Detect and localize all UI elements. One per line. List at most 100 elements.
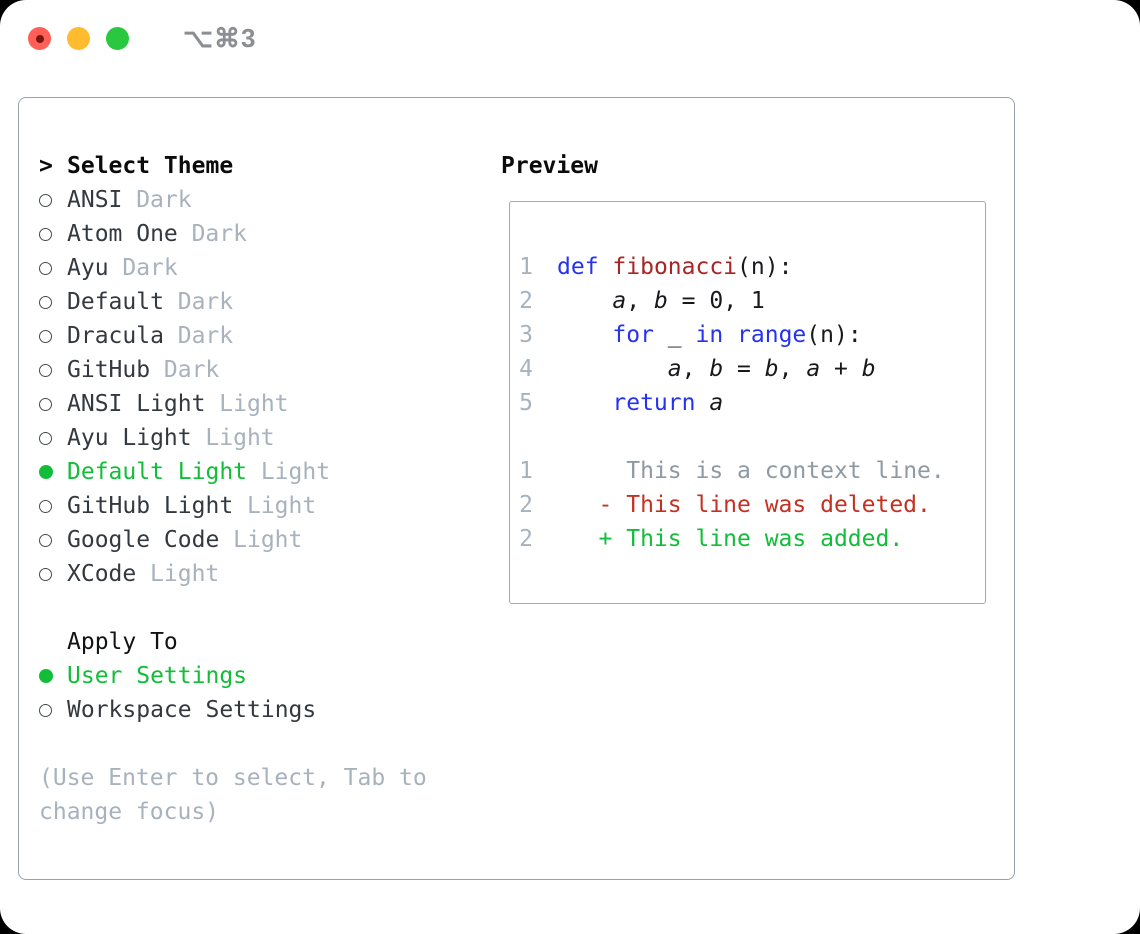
radio-unselected-icon (39, 397, 52, 411)
minimize-button[interactable] (67, 27, 90, 50)
radio-mark (39, 533, 67, 547)
theme-list-item[interactable]: Atom One Dark (39, 217, 501, 251)
code-token-var: a (806, 356, 821, 382)
radio-selected-icon (39, 669, 53, 683)
radio-mark (39, 669, 67, 683)
spacer (39, 591, 501, 625)
code-token-var: a (709, 390, 724, 416)
radio-unselected-icon (39, 533, 52, 547)
code-token-pl (557, 390, 612, 416)
radio-unselected-icon (39, 193, 52, 207)
code-token-pl (723, 322, 737, 348)
line-content: for _ in range(n): (557, 318, 862, 352)
theme-name: GitHub (67, 357, 151, 383)
help-text-line-1: (Use Enter to select, Tab to (39, 765, 427, 791)
radio-unselected-icon (39, 329, 52, 343)
theme-name: ANSI (67, 187, 123, 213)
help-text-line-2: change focus) (39, 799, 220, 825)
apply-to-option[interactable]: User Settings (39, 659, 501, 693)
theme-list-column: > Select Theme ANSI Dark Atom One Dark A… (19, 98, 501, 879)
radio-mark (39, 295, 67, 309)
preview-line: 4 a, b = b, a + b (519, 352, 985, 386)
code-token-fn: fibonacci (612, 254, 738, 280)
apply-to-header: Apply To (39, 625, 501, 659)
preview-line: 5 return a (519, 386, 985, 420)
code-token-add: + This line was added. (598, 526, 904, 552)
theme-variant: Dark (163, 357, 220, 383)
line-content: This is a context line. (557, 454, 945, 488)
apply-to-title: Apply To (67, 629, 178, 655)
preview-line: 2 a, b = 0, 1 (519, 284, 985, 318)
line-number: 2 (519, 288, 533, 314)
code-token-var: b (709, 356, 724, 382)
code-token-pl: (n): (737, 254, 793, 280)
preview-column: Preview 1 def fibonacci(n): 2 a, b = 0, … (501, 98, 1014, 879)
line-content: a, b = 0, 1 (557, 284, 764, 318)
apply-to-list: User Settings Workspace Settings (39, 659, 501, 727)
apply-to-option[interactable]: Workspace Settings (39, 693, 501, 727)
theme-list-item[interactable]: Ayu Dark (39, 251, 501, 285)
theme-variant: Dark (177, 323, 234, 349)
maximize-button[interactable] (106, 27, 129, 50)
theme-list-item[interactable]: Google Code Light (39, 523, 501, 557)
spacer (519, 420, 985, 454)
radio-mark (39, 193, 67, 207)
radio-mark (39, 363, 67, 377)
theme-list-item[interactable]: Ayu Light Light (39, 421, 501, 455)
theme-variant: Dark (122, 255, 178, 281)
spacer (39, 727, 501, 761)
code-token-pl (557, 526, 599, 552)
theme-list-item[interactable]: GitHub Dark (39, 353, 501, 387)
code-token-ctx: This is a context line. (626, 458, 945, 484)
theme-selector-panel: > Select Theme ANSI Dark Atom One Dark A… (18, 97, 1015, 880)
radio-mark (39, 567, 67, 581)
selection-arrow-icon: > (39, 153, 53, 179)
code-token-pl: = (723, 356, 765, 382)
theme-list-item[interactable]: ANSI Dark (39, 183, 501, 217)
code-token-pl (557, 492, 599, 518)
radio-selected-icon (39, 465, 53, 479)
radio-mark (39, 227, 67, 241)
theme-name: Default Light (67, 459, 248, 485)
code-token-pl: (n): (806, 322, 862, 348)
theme-list-item[interactable]: XCode Light (39, 557, 501, 591)
radio-mark (39, 397, 67, 411)
radio-unselected-icon (39, 567, 52, 581)
radio-unselected-icon (39, 499, 52, 513)
code-token-del: - This line was deleted. (598, 492, 931, 518)
radio-unselected-icon (39, 431, 52, 445)
code-token-pl (599, 254, 613, 280)
preview-box: 1 def fibonacci(n): 2 a, b = 0, 1 3 for … (509, 201, 986, 604)
theme-name: Default (67, 289, 164, 315)
code-token-pl (557, 288, 612, 314)
line-number: 2 (519, 492, 533, 518)
preview-line: 1 This is a context line. (519, 454, 985, 488)
code-token-var: b (653, 288, 668, 314)
code-token-kw: for (612, 322, 654, 348)
radio-mark (39, 465, 67, 479)
code-token-pl: , (778, 356, 807, 382)
apply-to-option-label: Workspace Settings (67, 697, 317, 723)
radio-mark (39, 703, 67, 717)
radio-mark (39, 431, 67, 445)
line-content: return a (557, 386, 723, 420)
theme-variant: Light (260, 459, 331, 485)
line-number: 2 (519, 526, 533, 552)
radio-unselected-icon (39, 703, 52, 717)
theme-variant: Dark (177, 289, 234, 315)
theme-list-item[interactable]: Default Light Light (39, 455, 501, 489)
theme-list-item[interactable]: Dracula Dark (39, 319, 501, 353)
theme-list-item[interactable]: GitHub Light Light (39, 489, 501, 523)
line-number: 5 (519, 390, 533, 416)
theme-list-item[interactable]: Default Dark (39, 285, 501, 319)
radio-unselected-icon (39, 363, 52, 377)
apply-to-option-label: User Settings (67, 663, 248, 689)
theme-list-item[interactable]: ANSI Light Light (39, 387, 501, 421)
code-token-var: a (612, 288, 627, 314)
theme-variant: Dark (191, 221, 247, 247)
theme-variant: Light (246, 493, 317, 519)
theme-variant: Dark (136, 187, 192, 213)
unsaved-dot-icon (35, 34, 44, 43)
theme-variant: Light (219, 391, 289, 417)
close-button[interactable] (28, 27, 51, 50)
